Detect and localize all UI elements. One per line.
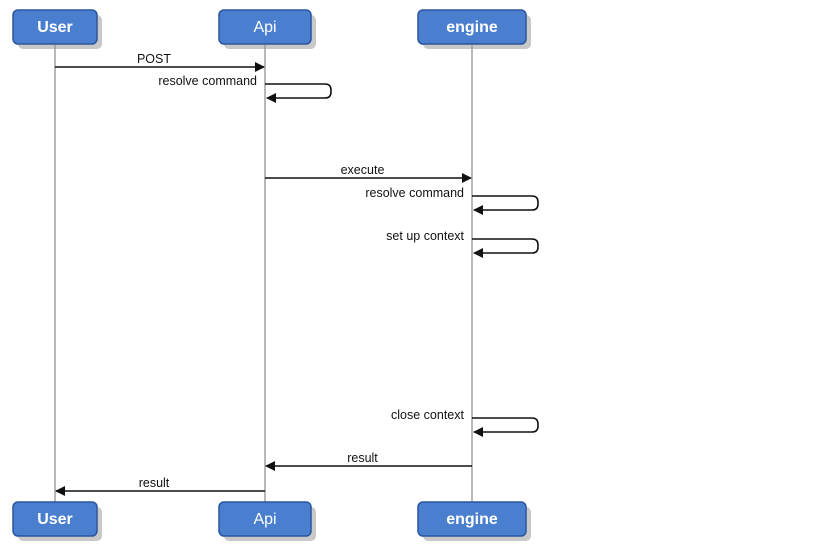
participant-box bbox=[417, 9, 527, 45]
participant-label: engine bbox=[446, 511, 498, 528]
message-6: close context bbox=[391, 408, 539, 437]
lifelines bbox=[54, 44, 473, 502]
participant-label: Api bbox=[253, 511, 276, 528]
participant-box bbox=[12, 501, 98, 537]
message-label: close context bbox=[391, 408, 464, 422]
participant-box bbox=[218, 9, 312, 45]
self-message-arrow bbox=[472, 417, 539, 437]
self-message-arrow bbox=[472, 195, 539, 215]
message-label: result bbox=[347, 451, 378, 465]
participant-api-top: Api bbox=[218, 9, 316, 49]
participant-user-bottom: User bbox=[12, 501, 102, 541]
messages: POST resolve command execute resolve comman… bbox=[55, 52, 539, 496]
message-4: resolve command bbox=[365, 186, 539, 215]
message-3: execute bbox=[265, 163, 472, 183]
participant-label: engine bbox=[446, 19, 498, 36]
self-message-arrow bbox=[472, 238, 539, 258]
participant-user-top: User bbox=[12, 9, 102, 49]
message-label: POST bbox=[137, 52, 171, 66]
message-5: set up context bbox=[386, 229, 539, 258]
message-2: resolve command bbox=[158, 74, 332, 103]
participant-label: Api bbox=[253, 19, 276, 36]
participant-engine-bottom: engine bbox=[417, 501, 531, 541]
message-7: result bbox=[265, 451, 472, 471]
participant-label: User bbox=[37, 19, 73, 36]
participant-api-bottom: Api bbox=[218, 501, 316, 541]
self-message-arrow bbox=[265, 83, 332, 103]
message-1: POST bbox=[55, 52, 265, 72]
participant-box bbox=[417, 501, 527, 537]
message-label: resolve command bbox=[365, 186, 464, 200]
message-label: resolve command bbox=[158, 74, 257, 88]
message-label: set up context bbox=[386, 229, 464, 243]
participant-box bbox=[218, 501, 312, 537]
participant-label: User bbox=[37, 511, 73, 528]
participant-engine-top: engine bbox=[417, 9, 531, 49]
message-label: execute bbox=[341, 163, 385, 177]
participant-box bbox=[12, 9, 98, 45]
message-8: result bbox=[55, 476, 265, 496]
message-label: result bbox=[139, 476, 170, 490]
